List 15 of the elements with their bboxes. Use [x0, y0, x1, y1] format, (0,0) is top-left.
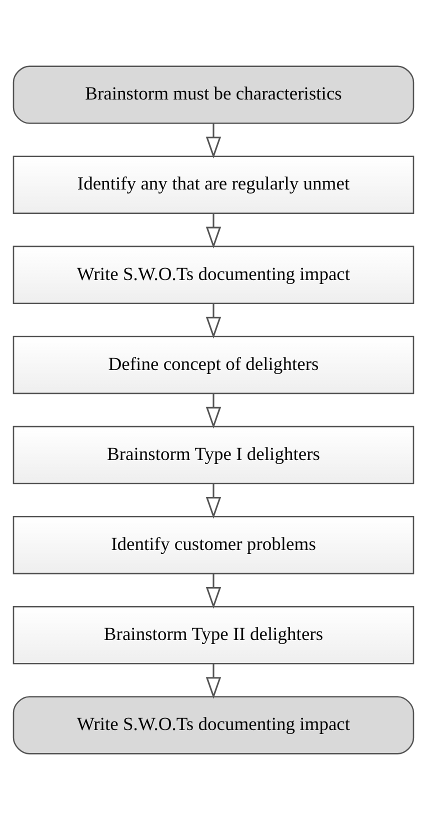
arrow — [206, 574, 222, 609]
node-box: Define concept of delighters — [12, 336, 414, 394]
node-box: Identify any that are regularly unmet — [12, 156, 414, 214]
arrow — [206, 303, 222, 339]
arrow — [206, 123, 222, 158]
node-box: Write S.W.O.Ts documenting impact — [12, 696, 414, 754]
arrow — [206, 484, 222, 519]
arrow — [206, 213, 222, 249]
arrow — [206, 393, 222, 429]
node-box: Brainstorm Type II delighters — [12, 606, 414, 664]
node-box: Brainstorm Type I delighters — [12, 426, 414, 484]
node-box: Brainstorm must be characteristics — [12, 66, 414, 124]
node-box: Identify customer problems — [12, 516, 414, 574]
node-box: Write S.W.O.Ts documenting impact — [12, 246, 414, 304]
arrow — [206, 664, 222, 699]
